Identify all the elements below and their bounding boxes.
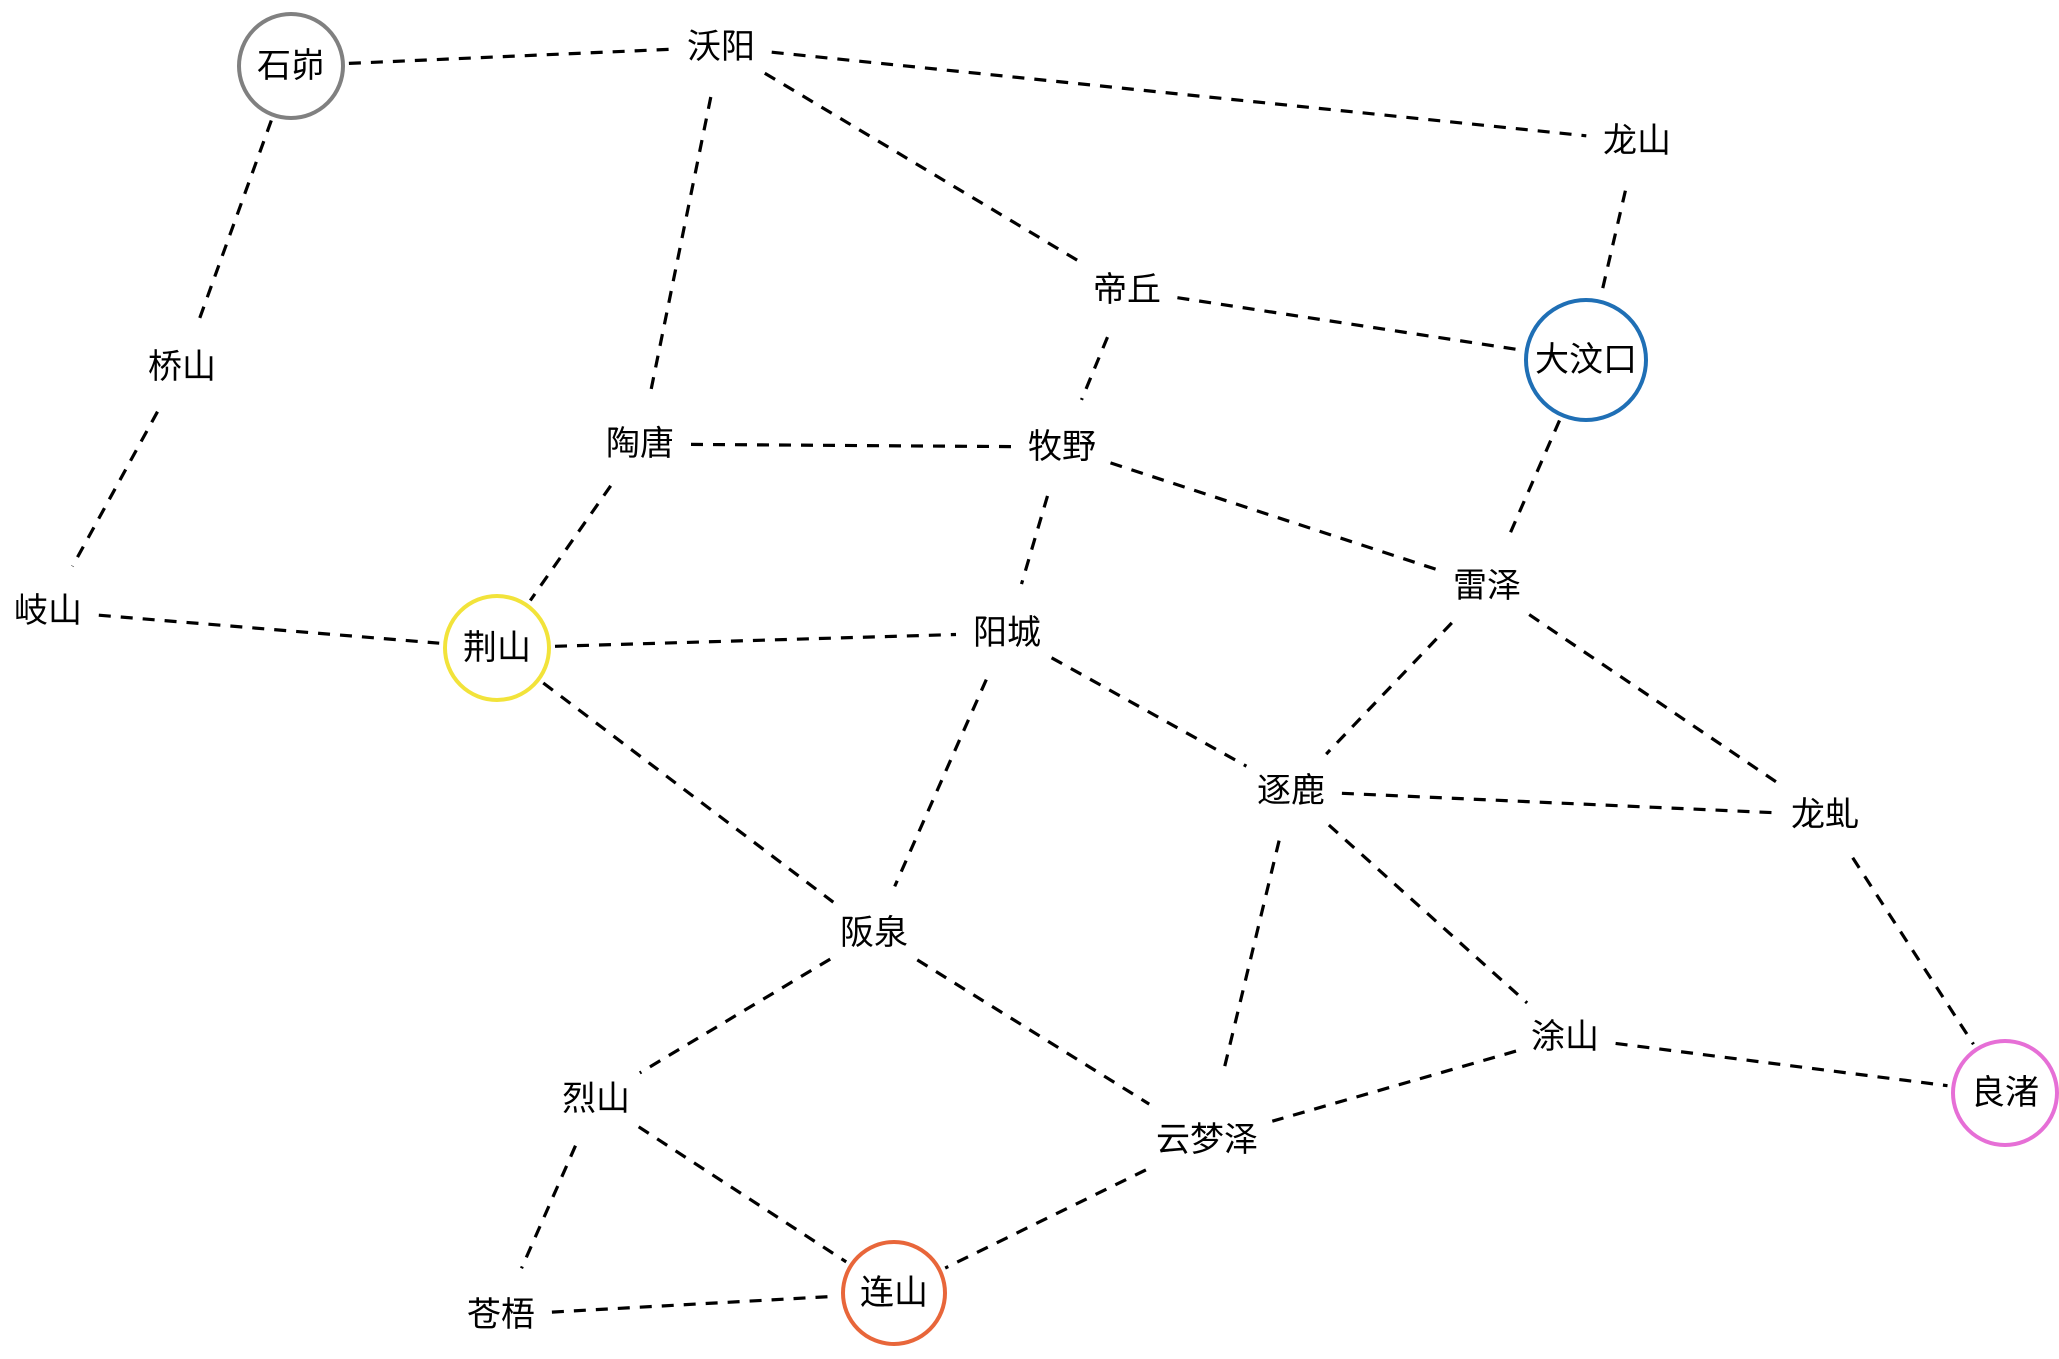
node-yangcheng: 阳城 (973, 613, 1041, 653)
edge-banquan-lieshan (638, 957, 832, 1075)
node-cangwu: 苍梧 (467, 1295, 535, 1335)
edge-taotang-jingshan (528, 484, 613, 602)
edge-muye-leize (1110, 461, 1439, 572)
node-diqiu: 帝丘 (1093, 270, 1161, 310)
node-dawenkou: 大汶口 (1524, 298, 1648, 422)
node-muye: 牧野 (1028, 427, 1096, 467)
edge-qiaoshan-qishan (71, 410, 159, 568)
node-label-taotang: 陶唐 (606, 424, 674, 464)
edge-woyang-taotang (648, 96, 713, 395)
edge-leize-longchi (1528, 613, 1784, 788)
edge-jingshan-yangcheng (554, 632, 957, 648)
node-label-diqiu: 帝丘 (1093, 270, 1161, 310)
node-label-shimao: 石峁 (257, 46, 325, 86)
edge-zhulu-longchi (1341, 791, 1775, 815)
edge-taotang-muye (690, 442, 1012, 449)
edge-layer (71, 47, 1975, 1314)
node-qishan: 岐山 (14, 591, 82, 631)
node-ring-liangzhu (1951, 1039, 2059, 1147)
edge-leize-zhulu (1325, 621, 1453, 756)
node-label-liangzhu: 良渚 (1971, 1073, 2039, 1113)
node-banquan: 阪泉 (840, 913, 908, 953)
node-shimao: 石峁 (237, 12, 345, 120)
node-zhulu: 逐鹿 (1257, 771, 1325, 811)
node-label-jingshan: 荆山 (463, 628, 531, 668)
node-ring-shimao (237, 12, 345, 120)
edge-dawenkou-leize (1506, 419, 1561, 540)
edge-muye-yangcheng (1019, 495, 1050, 585)
edge-zhulu-yunmengze (1221, 840, 1281, 1075)
edge-jingshan-banquan (542, 681, 835, 904)
edge-qishan-jingshan (98, 613, 440, 645)
node-label-longchi: 龙虬 (1791, 795, 1859, 835)
edge-woyang-diqiu (763, 71, 1085, 266)
node-tushan: 涂山 (1531, 1017, 1599, 1057)
node-label-dawenkou: 大汶口 (1535, 340, 1637, 380)
edge-longchi-liangzhu (1851, 856, 1975, 1046)
edge-diqiu-muye (1080, 336, 1109, 401)
node-lieshan: 烈山 (562, 1079, 630, 1119)
node-label-muye: 牧野 (1028, 427, 1096, 467)
edge-zhulu-tushan (1327, 823, 1529, 1005)
edge-yunmengze-lianshan (944, 1168, 1147, 1270)
node-yunmengze: 云梦泽 (1156, 1120, 1258, 1160)
edge-shimao-qiaoshan (197, 119, 273, 320)
edge-longshan-dawenkou (1599, 190, 1627, 297)
node-label-leize: 雷泽 (1453, 566, 1521, 606)
edge-yangcheng-banquan (893, 678, 988, 888)
node-label-qiaoshan: 桥山 (148, 347, 216, 387)
node-label-qishan: 岐山 (14, 591, 82, 631)
edge-banquan-yunmengze (916, 958, 1151, 1106)
node-taotang: 陶唐 (606, 424, 674, 464)
node-label-zhulu: 逐鹿 (1257, 771, 1325, 811)
edge-shimao-woyang (348, 47, 671, 65)
node-woyang: 沃阳 (687, 27, 755, 67)
node-liangzhu: 良渚 (1951, 1039, 2059, 1147)
node-jingshan: 荆山 (443, 594, 551, 702)
node-ring-dawenkou (1524, 298, 1648, 422)
node-leize: 雷泽 (1453, 566, 1521, 606)
node-label-cangwu: 苍梧 (467, 1295, 535, 1335)
edge-diqiu-dawenkou (1177, 296, 1522, 352)
node-qiaoshan: 桥山 (148, 347, 216, 387)
node-ring-lianshan (841, 1240, 947, 1346)
node-label-yunmengze: 云梦泽 (1156, 1120, 1258, 1160)
edge-cangwu-lianshan (551, 1294, 838, 1314)
node-label-longshan: 龙山 (1603, 121, 1671, 161)
node-ring-jingshan (443, 594, 551, 702)
node-longshan: 龙山 (1603, 121, 1671, 161)
node-label-yangcheng: 阳城 (973, 613, 1041, 653)
edge-lieshan-cangwu (520, 1145, 577, 1269)
node-label-tushan: 涂山 (1531, 1017, 1599, 1057)
node-label-lianshan: 连山 (860, 1273, 928, 1313)
node-label-lieshan: 烈山 (562, 1079, 630, 1119)
edge-tushan-liangzhu (1615, 1041, 1948, 1088)
edge-woyang-longshan (771, 50, 1587, 138)
edge-lieshan-lianshan (637, 1125, 848, 1264)
edge-tushan-yunmengze (1271, 1049, 1517, 1123)
node-lianshan: 连山 (841, 1240, 947, 1346)
node-longchi: 龙虬 (1791, 795, 1859, 835)
node-label-woyang: 沃阳 (687, 27, 755, 67)
edge-yangcheng-zhulu (1050, 656, 1248, 768)
node-label-banquan: 阪泉 (840, 913, 908, 953)
